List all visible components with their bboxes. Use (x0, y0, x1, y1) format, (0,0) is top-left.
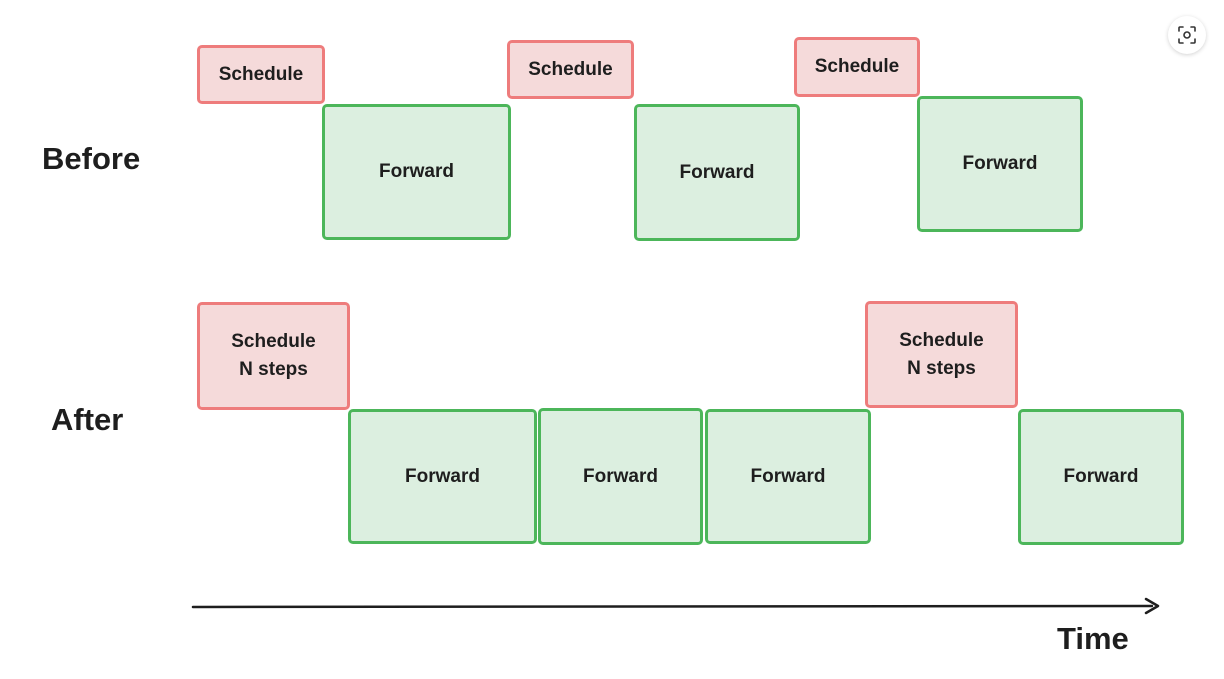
schedule-label-line1: Schedule (899, 329, 984, 351)
after-forward-block: Forward (348, 409, 537, 544)
time-axis-label: Time (1057, 621, 1129, 656)
after-schedule-block: Schedule N steps (865, 301, 1018, 408)
forward-label: Forward (679, 161, 755, 183)
scan-focus-icon (1178, 26, 1196, 44)
before-forward-block: Forward (917, 96, 1083, 232)
focus-button[interactable] (1168, 16, 1206, 54)
before-schedule-block: Schedule (794, 37, 920, 97)
schedule-label: Schedule (814, 56, 900, 78)
schedule-label-line1: Schedule (231, 331, 316, 353)
forward-label: Forward (962, 153, 1038, 175)
forward-label: Forward (1063, 466, 1139, 488)
forward-label: Forward (405, 465, 480, 487)
forward-label: Forward (750, 465, 826, 487)
schedule-label-line2: N steps (239, 359, 308, 380)
schedule-label: Schedule (218, 63, 304, 85)
after-forward-block: Forward (1018, 409, 1184, 545)
before-forward-block: Forward (322, 104, 511, 240)
forward-label: Forward (583, 465, 658, 487)
before-schedule-block: Schedule (507, 40, 634, 99)
forward-label: Forward (379, 161, 454, 183)
after-forward-block: Forward (705, 409, 871, 544)
after-schedule-block: Schedule N steps (197, 302, 350, 410)
after-row-label: After (51, 402, 124, 437)
after-forward-block: Forward (538, 408, 703, 545)
before-forward-block: Forward (634, 104, 800, 241)
before-schedule-block: Schedule (197, 45, 325, 104)
before-row-label: Before (42, 141, 141, 176)
schedule-label: Schedule (528, 58, 613, 80)
schedule-label-line2: N steps (907, 357, 976, 379)
